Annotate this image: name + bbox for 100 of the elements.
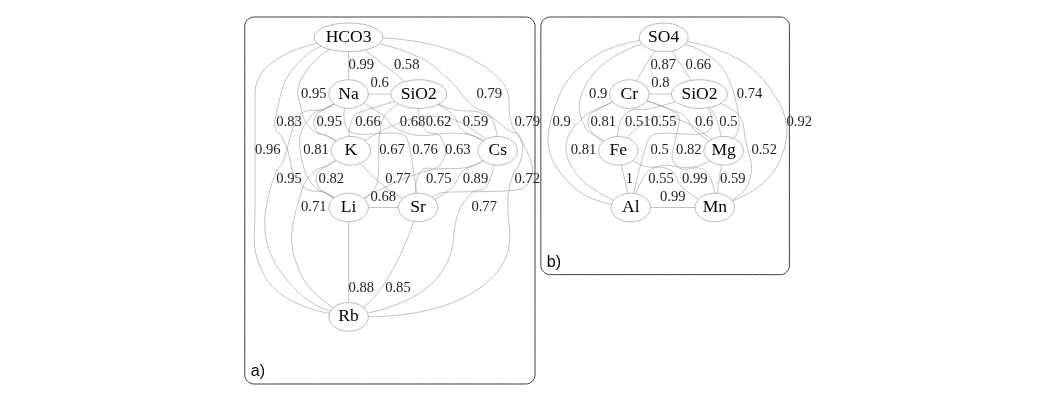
edge-label: 0.51 bbox=[624, 113, 651, 130]
edge-label: 0.75 bbox=[426, 169, 452, 186]
node-ellipse: Fe bbox=[598, 136, 639, 166]
edge-label: 0.6 bbox=[695, 113, 714, 130]
connector bbox=[720, 103, 752, 201]
connector bbox=[364, 103, 399, 199]
connector bbox=[650, 207, 696, 208]
connector bbox=[438, 104, 484, 142]
edge-label: 0.89 bbox=[462, 169, 489, 186]
node-ellipse: SO4 bbox=[638, 22, 689, 52]
edge-label: 0.95 bbox=[316, 113, 342, 130]
connector bbox=[565, 101, 614, 201]
node-ellipse: Cr bbox=[609, 79, 650, 109]
edge-label: 0.62 bbox=[425, 113, 452, 130]
connector bbox=[627, 115, 712, 140]
connector bbox=[579, 43, 642, 142]
connector bbox=[368, 93, 391, 95]
connector bbox=[368, 104, 524, 318]
edge-label: 0.85 bbox=[385, 279, 411, 296]
edge-label: 0.77 bbox=[385, 169, 411, 186]
connector bbox=[360, 163, 403, 199]
node-ellipse: Li bbox=[328, 192, 369, 223]
edge-label: 0.88 bbox=[348, 279, 375, 296]
connector bbox=[254, 43, 330, 314]
edge-label: 0.55 bbox=[648, 169, 674, 186]
node-ellipse: K bbox=[330, 136, 371, 166]
node-ellipse: Mn bbox=[694, 192, 735, 223]
node-ellipse: SiO2 bbox=[390, 79, 448, 109]
node-ellipse: Al bbox=[610, 192, 651, 223]
edge-label: 0.81 bbox=[303, 141, 329, 158]
edge-label: 0.52 bbox=[751, 141, 777, 158]
connector bbox=[636, 50, 656, 81]
edge-label: 0.79 bbox=[514, 113, 541, 130]
connector bbox=[363, 160, 484, 199]
connector bbox=[348, 221, 349, 303]
edge-label: 0.6 bbox=[370, 74, 389, 91]
edge-label: 0.59 bbox=[462, 113, 489, 130]
edge-label: 0.66 bbox=[685, 56, 712, 73]
connector bbox=[633, 107, 713, 194]
edge-label: 0.9 bbox=[589, 84, 608, 101]
edge-label: 0.95 bbox=[301, 84, 327, 101]
edge-label: 0.66 bbox=[355, 113, 381, 130]
connector bbox=[291, 160, 337, 308]
connector bbox=[648, 93, 672, 95]
connector bbox=[363, 102, 484, 141]
edge-label: 0.74 bbox=[736, 84, 763, 101]
connector bbox=[686, 41, 788, 202]
edge-label: 0.9 bbox=[552, 113, 571, 130]
node-ellipse: Rb bbox=[328, 302, 369, 332]
connector bbox=[297, 49, 337, 142]
connector bbox=[315, 160, 337, 199]
connector bbox=[716, 164, 722, 194]
connector bbox=[368, 207, 399, 208]
edge-label: 0.68 bbox=[370, 187, 397, 204]
edge-label: 0.76 bbox=[412, 141, 438, 158]
connector bbox=[348, 101, 395, 137]
edge-label: 0.59 bbox=[719, 169, 746, 186]
connector bbox=[367, 164, 495, 314]
edge-label: 0.72 bbox=[514, 169, 541, 186]
node-ellipse: HCO3 bbox=[313, 22, 384, 52]
edge-label: 0.63 bbox=[445, 141, 471, 158]
edge-label: 0.79 bbox=[476, 84, 503, 101]
edge-label: 0.8 bbox=[651, 74, 670, 91]
connector bbox=[632, 160, 699, 200]
connector bbox=[379, 43, 498, 137]
connector bbox=[646, 100, 715, 194]
edge-label: 0.81 bbox=[590, 113, 617, 130]
edge-label: 0.83 bbox=[276, 113, 302, 130]
edge-label: 0.58 bbox=[393, 56, 420, 73]
node-ellipse: SiO2 bbox=[671, 79, 728, 109]
connector bbox=[348, 51, 349, 80]
node-ellipse: Mg bbox=[703, 136, 744, 166]
edge-label: 0.5 bbox=[650, 141, 669, 158]
edge-label: 0.99 bbox=[660, 187, 686, 204]
connector bbox=[383, 37, 533, 198]
edge-label: 0.67 bbox=[379, 141, 405, 158]
connector bbox=[709, 107, 722, 137]
connector bbox=[671, 50, 692, 81]
edge-label: 0.81 bbox=[570, 141, 597, 158]
edge-label: 0.71 bbox=[301, 198, 327, 215]
node-ellipse: Sr bbox=[398, 192, 439, 223]
edge-label: 0.99 bbox=[681, 169, 708, 186]
edge-label: 0.68 bbox=[399, 113, 426, 130]
edge-label: 0.82 bbox=[318, 169, 345, 186]
edge-label: 1 bbox=[625, 169, 633, 186]
edge-label: 0.55 bbox=[650, 113, 677, 130]
node-ellipse: Na bbox=[328, 79, 369, 109]
connector bbox=[415, 108, 446, 194]
connector bbox=[685, 43, 740, 139]
connector bbox=[621, 164, 628, 194]
edge-label: 0.77 bbox=[471, 198, 497, 215]
connector bbox=[547, 40, 641, 205]
connector bbox=[363, 221, 414, 308]
connector bbox=[274, 46, 335, 198]
connector bbox=[635, 160, 710, 194]
connector bbox=[343, 108, 417, 194]
edge-label: 0.95 bbox=[276, 169, 302, 186]
connector bbox=[617, 101, 676, 137]
connector bbox=[364, 49, 405, 82]
connector bbox=[299, 103, 335, 199]
